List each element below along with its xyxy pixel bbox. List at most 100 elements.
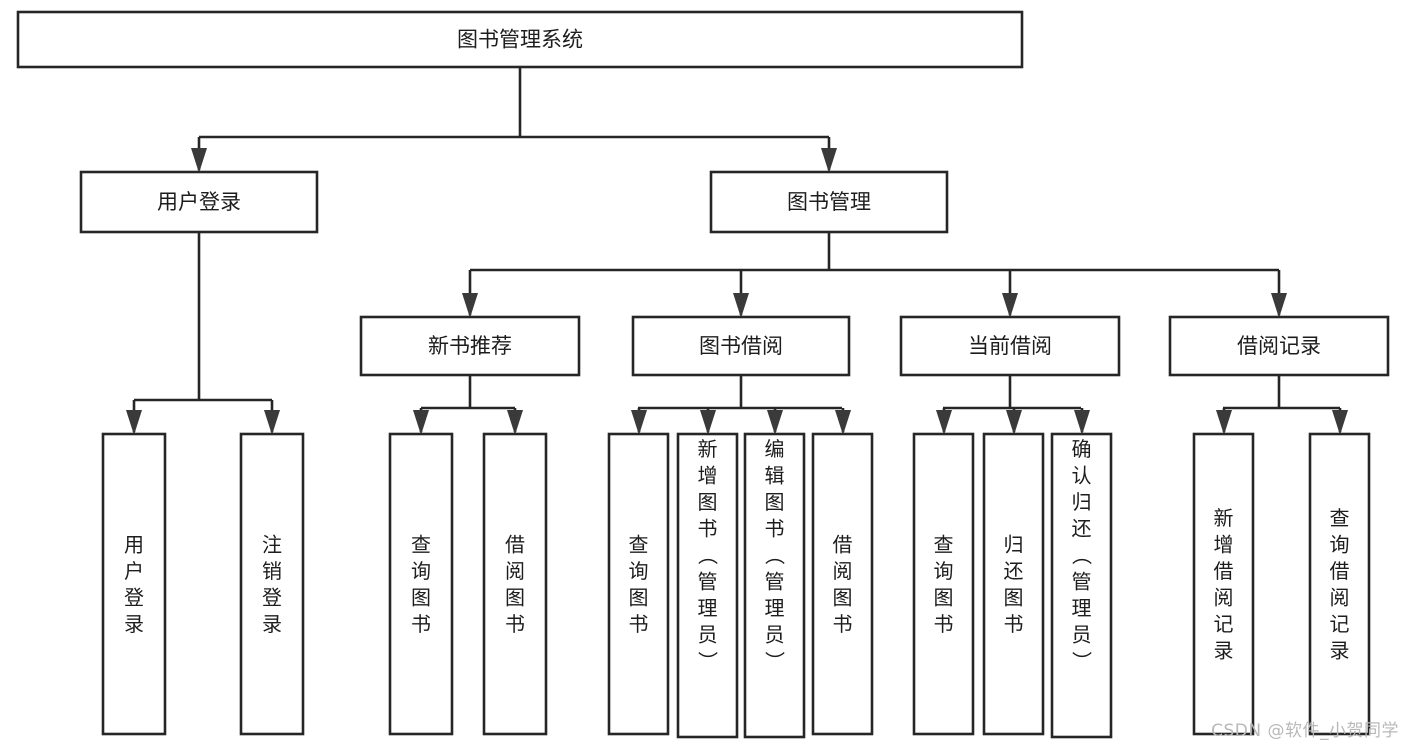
node-box[interactable] — [482, 432, 548, 736]
node-label: 当前借阅 — [968, 334, 1052, 358]
arrow-head-current_borrow — [1002, 293, 1018, 318]
node-label-char: 理 — [765, 596, 785, 620]
node-root[interactable]: 图书管理系统 — [16, 10, 1024, 69]
connector-user-login-bus — [134, 232, 272, 402]
node-label-char: 增 — [698, 464, 718, 488]
node-label-char: 归 — [1004, 533, 1024, 557]
node-label-char: 阅 — [505, 559, 525, 583]
node-label-char: 还 — [1072, 517, 1092, 541]
arrow-head-leaf_query_book_b — [631, 410, 647, 435]
node-box[interactable] — [811, 432, 874, 736]
node-borrow-record[interactable]: 借阅记录 — [1168, 315, 1390, 377]
node-label-char: 借 — [1214, 559, 1234, 583]
node-box[interactable] — [101, 432, 167, 736]
node-label-char: 录 — [1330, 639, 1350, 663]
node-label-char: ） — [763, 651, 787, 671]
node-box[interactable] — [388, 432, 454, 736]
node-box[interactable] — [1168, 315, 1390, 377]
node-book-manage[interactable]: 图书管理 — [709, 170, 949, 234]
node-label-char: 户 — [124, 559, 144, 583]
node-label-char: 查 — [1330, 506, 1350, 530]
node-label-char: 询 — [411, 559, 431, 583]
node-new-book-rec[interactable]: 新书推荐 — [359, 315, 581, 377]
node-label-char: 阅 — [1214, 586, 1234, 610]
node-label-char: 图 — [505, 586, 525, 610]
node-label-char: 员 — [765, 623, 785, 647]
node-label-char: （ — [696, 545, 720, 565]
node-box[interactable] — [16, 10, 1024, 69]
node-label-char: 增 — [1214, 533, 1234, 557]
node-label-char: ） — [1070, 651, 1094, 671]
arrow-head-borrow_record — [1271, 293, 1287, 318]
arrow-head-leaf_query_book_a — [413, 410, 429, 435]
node-box[interactable] — [239, 432, 305, 736]
node-label: 图书管理系统 — [457, 28, 583, 52]
node-box[interactable] — [676, 432, 739, 739]
node-box[interactable] — [743, 432, 806, 739]
connector-borrow-record-bus — [1223, 375, 1340, 410]
node-box[interactable] — [1050, 432, 1113, 739]
node-label-char: 借 — [505, 533, 525, 557]
node-label-char: 图 — [934, 586, 954, 610]
node-box[interactable] — [1192, 432, 1255, 736]
node-label-char: 用 — [124, 533, 144, 557]
node-label-char: 管 — [765, 570, 785, 594]
node-label-char: 编 — [765, 437, 785, 461]
watermark-text: CSDN @软件_小贺同学 — [1211, 721, 1399, 741]
node-label-char: 查 — [934, 533, 954, 557]
node-label-char: 询 — [629, 559, 649, 583]
node-label-char: 书 — [629, 612, 649, 636]
arrow-head-leaf_logout — [264, 410, 280, 435]
node-box[interactable] — [709, 170, 949, 234]
node-book-borrow[interactable]: 图书借阅 — [631, 315, 851, 377]
node-box[interactable] — [899, 315, 1121, 377]
node-box[interactable] — [359, 315, 581, 377]
node-label-char: 管 — [698, 570, 718, 594]
arrow-head-leaf_query_book_c — [936, 410, 952, 435]
node-label-char: 书 — [934, 612, 954, 636]
arrow-head-book_borrow — [733, 293, 749, 318]
arrow-head-book_manage — [821, 148, 837, 173]
arrow-head-leaf_edit_book — [767, 410, 783, 435]
node-user-login[interactable]: 用户登录 — [79, 170, 319, 234]
node-label-char: 询 — [934, 559, 954, 583]
node-label-char: 查 — [629, 533, 649, 557]
node-label-char: 图 — [1004, 586, 1024, 610]
arrowhead-layer — [126, 148, 1348, 435]
node-box[interactable] — [607, 432, 670, 736]
node-label-char: 借 — [833, 533, 853, 557]
node-label-char: 理 — [698, 596, 718, 620]
node-label-char: 图 — [411, 586, 431, 610]
node-label-char: 员 — [698, 623, 718, 647]
node-label-char: 记 — [1330, 612, 1350, 636]
node-label-char: 确 — [1072, 437, 1092, 461]
node-label-char: 还 — [1004, 559, 1024, 583]
node-label: 图书借阅 — [699, 334, 783, 358]
node-box[interactable] — [982, 432, 1045, 736]
node-label-char: 查 — [411, 533, 431, 557]
arrow-head-leaf_confirm_return — [1074, 410, 1090, 435]
node-box[interactable] — [79, 170, 319, 234]
arrow-head-leaf_borrow_book_a — [507, 410, 523, 435]
node-label-char: 理 — [1072, 596, 1092, 620]
node-box[interactable] — [912, 432, 975, 736]
node-box[interactable] — [631, 315, 851, 377]
node-box[interactable] — [1308, 432, 1371, 736]
node-current-borrow[interactable]: 当前借阅 — [899, 315, 1121, 377]
node-label-char: （ — [763, 545, 787, 565]
node-label-char: 图 — [629, 586, 649, 610]
node-layer: 图书管理系统用户登录图书管理新书推荐图书借阅当前借阅借阅记录用户登录注销登录查询… — [16, 10, 1390, 739]
node-leaf-user-login[interactable]: 用户登录 — [101, 432, 167, 736]
